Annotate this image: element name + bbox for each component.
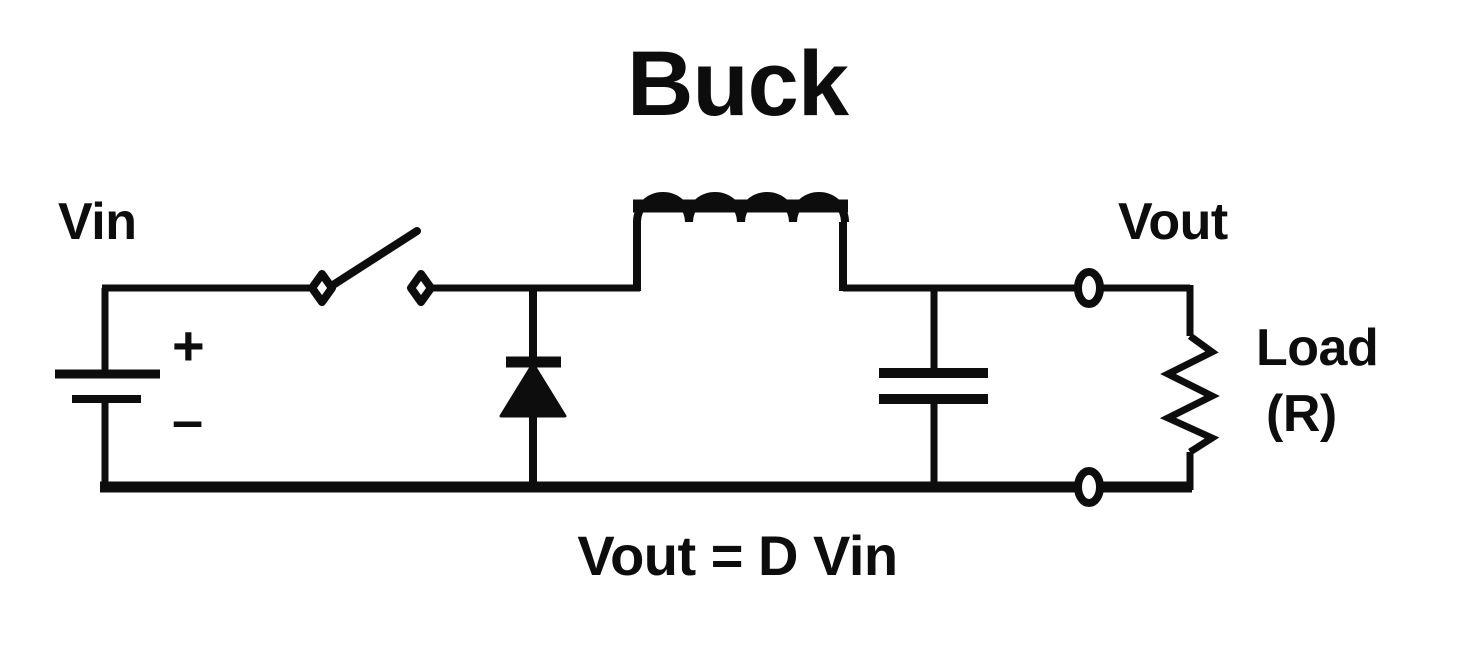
vout-label: Vout: [1118, 193, 1228, 251]
switch-icon[interactable]: [308, 227, 435, 306]
polarity-plus-label: +: [172, 314, 205, 377]
vin-label: Vin: [58, 193, 137, 251]
switch-lever: [329, 227, 421, 289]
capacitor-branch: [879, 285, 988, 490]
polarity-minus-label: –: [172, 388, 203, 451]
formula-label: Vout = D Vin: [577, 524, 898, 587]
vout-terminal-bottom[interactable]: [1074, 467, 1104, 507]
load-value-label: (R): [1266, 385, 1337, 443]
battery-icon: [55, 369, 160, 403]
load-resistor-branch: [1159, 285, 1220, 490]
resistor-zigzag: [1159, 333, 1220, 455]
vout-terminal-top[interactable]: [1074, 268, 1104, 308]
switch-terminal-left: [308, 270, 336, 306]
diode-triangle: [499, 362, 567, 418]
inductor-icon: [633, 192, 849, 291]
switch-terminal-right: [407, 270, 435, 306]
diode-branch: [499, 285, 567, 490]
load-label: Load: [1256, 319, 1379, 377]
top-rail-wires: [101, 284, 1190, 487]
diagram-title: Buck: [627, 33, 849, 135]
vout-terminals[interactable]: [1074, 268, 1104, 507]
